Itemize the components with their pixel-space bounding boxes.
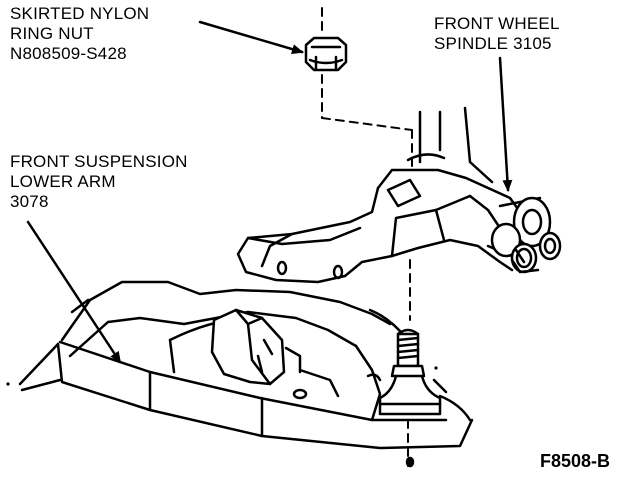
assembly-axis-dashed bbox=[321, 7, 413, 467]
ball-joint bbox=[366, 328, 448, 416]
wheel-hub bbox=[486, 196, 562, 274]
label-spindle-line1: FRONT WHEEL bbox=[434, 14, 560, 33]
arm-leader-arrow bbox=[26, 220, 122, 364]
label-arm: FRONT SUSPENSION LOWER ARM 3078 bbox=[10, 152, 188, 212]
label-nut-line1: SKIRTED NYLON bbox=[10, 4, 150, 23]
label-nut: SKIRTED NYLON RING NUT N808509-S428 bbox=[10, 4, 149, 64]
spindle-body bbox=[236, 168, 522, 284]
ring-nut bbox=[304, 36, 348, 72]
label-spindle-line2: SPINDLE 3105 bbox=[434, 34, 552, 53]
figure-id: F8508-B bbox=[539, 451, 610, 471]
cotter-pin bbox=[405, 456, 415, 468]
label-arm-line3: 3078 bbox=[10, 192, 49, 211]
spindle-upper bbox=[406, 106, 494, 184]
dot-marker bbox=[434, 366, 438, 370]
spindle-leader-arrow bbox=[498, 56, 513, 192]
nut-leader-arrow bbox=[198, 20, 304, 54]
bump-stop bbox=[210, 308, 302, 386]
label-spindle: FRONT WHEEL SPINDLE 3105 bbox=[434, 14, 560, 54]
label-arm-line2: LOWER ARM bbox=[10, 172, 116, 191]
dot-marker bbox=[6, 382, 10, 386]
label-arm-line1: FRONT SUSPENSION bbox=[10, 152, 188, 171]
label-nut-line3: N808509-S428 bbox=[10, 44, 127, 63]
label-nut-line2: RING NUT bbox=[10, 24, 94, 43]
